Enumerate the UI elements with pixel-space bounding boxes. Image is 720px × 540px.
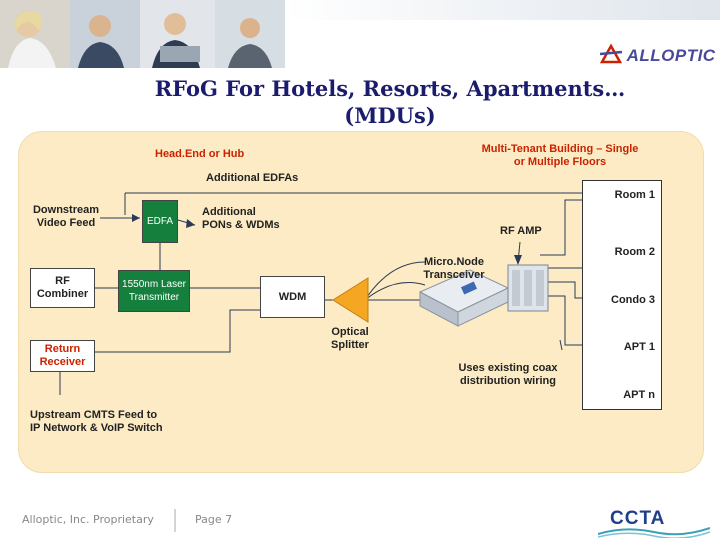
building-label: Multi-Tenant Building – Single or Multip…	[481, 143, 639, 168]
rf-amp-device-icon	[507, 264, 549, 312]
title-line-1: RFoG For Hotels, Resorts, Apartments…	[154, 76, 626, 101]
upstream-label: Upstream CMTS Feed to IP Network & VoIP …	[30, 409, 163, 434]
additional-pons-label: Additional PONs & WDMs	[202, 206, 280, 231]
return-receiver-box: Return Receiver	[30, 340, 95, 372]
office-people-image	[0, 0, 285, 68]
apt-n-label: APT n	[623, 389, 655, 401]
room-1-label: Room 1	[614, 189, 655, 201]
rooms-panel: Room 1 Room 2 Condo 3 APT 1 APT n	[582, 180, 662, 410]
rf-combiner-box: RF Combiner	[30, 268, 95, 308]
headend-label: Head.End or Hub	[155, 148, 245, 160]
laser-transmitter-box: 1550nm Laser Transmitter	[118, 270, 190, 312]
receiver-to-wdm-line	[95, 309, 262, 353]
rf-amp-label: RF AMP	[500, 225, 542, 237]
condo-3-label: Condo 3	[611, 294, 655, 306]
alloptic-mark-icon	[599, 43, 623, 64]
splitter-out-1	[364, 261, 426, 301]
title-line-2: (MDUs)	[344, 103, 436, 128]
coax-note-label: Uses existing coax distribution wiring	[458, 362, 558, 387]
footer-page-number: Page 7	[195, 513, 233, 526]
ccta-logo: CCTA	[598, 508, 710, 538]
micronode-label: Micro.Node Transceiver	[423, 256, 485, 281]
ccta-logo-text: CCTA	[610, 508, 666, 529]
micronode-device-icon	[418, 269, 510, 327]
alloptic-logo: ALLOPTIC	[599, 43, 716, 66]
ccta-wave-icon	[598, 527, 710, 538]
page-title: RFoG For Hotels, Resorts, Apartments… (M…	[100, 75, 680, 129]
logo-text: ALLOPTIC	[626, 46, 716, 65]
header-band	[285, 0, 720, 20]
optical-splitter-shape	[332, 277, 369, 323]
wdm-box: WDM	[260, 276, 325, 318]
room-2-label: Room 2	[614, 246, 655, 258]
header-photo-strip	[0, 0, 285, 68]
optical-splitter-label: Optical Splitter	[331, 326, 369, 351]
edfa-box: EDFA	[142, 200, 178, 243]
footer-company: Alloptic, Inc. Proprietary	[22, 513, 154, 526]
additional-edfas-label: Additional EDFAs	[206, 172, 299, 184]
apt-1-label: APT 1	[623, 341, 655, 353]
downstream-label: Downstream Video Feed	[32, 204, 100, 229]
